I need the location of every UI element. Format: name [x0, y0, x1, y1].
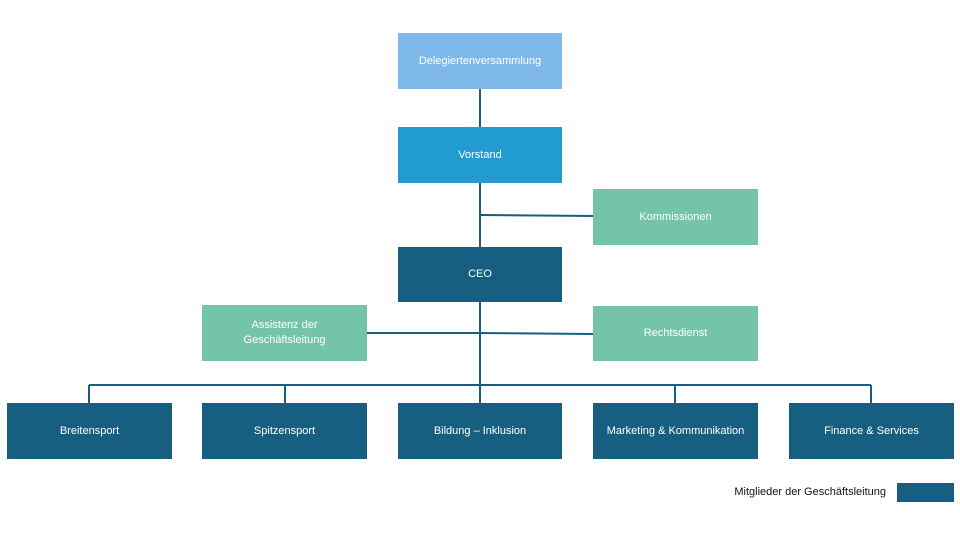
- node-kommissionen: Kommissionen: [593, 189, 758, 245]
- node-vorstand: Vorstand: [398, 127, 562, 183]
- node-rechtsdienst: Rechtsdienst: [593, 306, 758, 361]
- node-label: Spitzensport: [253, 424, 316, 437]
- node-delegiertenversammlung: Delegiertenversammlung: [398, 33, 562, 89]
- node-assistenz: Assistenz der Geschäftsleitung: [202, 305, 367, 361]
- node-breitensport: Breitensport: [7, 403, 172, 459]
- node-label: Finance & Services: [824, 424, 919, 437]
- node-label: Delegiertenversammlung: [418, 54, 542, 67]
- node-finance-services: Finance & Services: [789, 403, 954, 459]
- connector-legal: [479, 332, 594, 335]
- node-label: Marketing & Kommunikation: [606, 424, 745, 437]
- legend-swatch: [897, 483, 954, 502]
- connector-commissions: [479, 214, 594, 217]
- node-ceo: CEO: [398, 247, 562, 302]
- node-bildung-inklusion: Bildung – Inklusion: [398, 403, 562, 459]
- node-label: Assistenz der Geschäftsleitung: [243, 319, 326, 346]
- node-spitzensport: Spitzensport: [202, 403, 367, 459]
- node-label: Breitensport: [59, 424, 120, 437]
- node-label: Kommissionen: [639, 210, 712, 223]
- legend-label: Mitglieder der Geschäftsleitung: [734, 486, 886, 498]
- node-label: Vorstand: [458, 148, 502, 161]
- node-marketing-kommunikation: Marketing & Kommunikation: [593, 403, 758, 459]
- node-label: Bildung – Inklusion: [433, 424, 527, 437]
- node-label: Rechtsdienst: [643, 327, 708, 339]
- node-label: CEO: [468, 268, 492, 280]
